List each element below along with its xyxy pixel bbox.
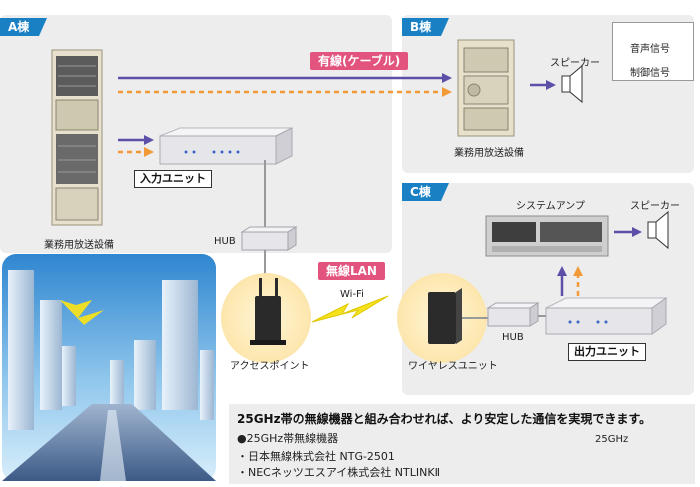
hub-c-label: HUB	[502, 332, 524, 343]
legend-audio-label: 音声信号	[630, 44, 670, 55]
broadcast-rack-b	[457, 39, 515, 137]
building-c-tab: C棟	[402, 183, 449, 201]
audio-signal-arrows	[118, 73, 642, 296]
speaker-c-label: スピーカー	[630, 201, 680, 212]
access-point-device	[250, 278, 286, 345]
wireless-unit-device	[428, 288, 462, 344]
legend	[612, 22, 694, 81]
city-illustration	[2, 254, 216, 481]
hub-c	[486, 302, 540, 327]
output-unit-label: 出力ユニット	[568, 343, 646, 361]
hub-a-label: HUB	[214, 236, 236, 247]
info-heading: ●25GHz帯無線機器	[237, 432, 339, 445]
rack-a-label: 業務用放送設備	[44, 240, 114, 251]
control-signal-arrows	[118, 87, 583, 296]
speaker-c-icon	[647, 210, 669, 250]
info-item-1: ・日本無線株式会社 NTG-2501	[237, 450, 395, 463]
wifi-label: Wi-Fi	[340, 289, 364, 300]
wifi-lightning-icon	[311, 295, 389, 323]
antenna-label: 25GHz	[595, 434, 629, 445]
info-box: 25GHz帯の無線機器と組み合わせれば、より安定した通信を実現できます。 ●25…	[229, 404, 695, 484]
input-unit-label: 入力ユニット	[134, 170, 212, 188]
wireless-lan-label: 無線LAN	[318, 262, 385, 280]
amp-label: システムアンプ	[516, 201, 585, 212]
access-point-label: アクセスポイント	[230, 361, 310, 372]
hub-a	[240, 226, 298, 251]
output-unit-device	[545, 297, 668, 335]
building-a-tab: A棟	[0, 18, 48, 36]
wired-connection-label: 有線(ケーブル)	[310, 52, 409, 70]
rack-b-label: 業務用放送設備	[454, 148, 524, 159]
speaker-b-label: スピーカー	[550, 58, 600, 69]
info-item-2: ・NECネッツエスアイ株式会社 NTLINKⅡ	[237, 466, 440, 479]
broadcast-rack-a	[51, 49, 103, 226]
speaker-b-icon	[561, 64, 583, 104]
info-title: 25GHz帯の無線機器と組み合わせれば、より安定した通信を実現できます。	[237, 412, 652, 426]
legend-control-label: 制御信号	[630, 68, 670, 79]
wireless-unit-label: ワイヤレスユニット	[408, 361, 498, 372]
input-unit-device	[159, 127, 293, 165]
building-b-tab: B棟	[402, 18, 450, 36]
system-amp-device	[485, 215, 609, 257]
